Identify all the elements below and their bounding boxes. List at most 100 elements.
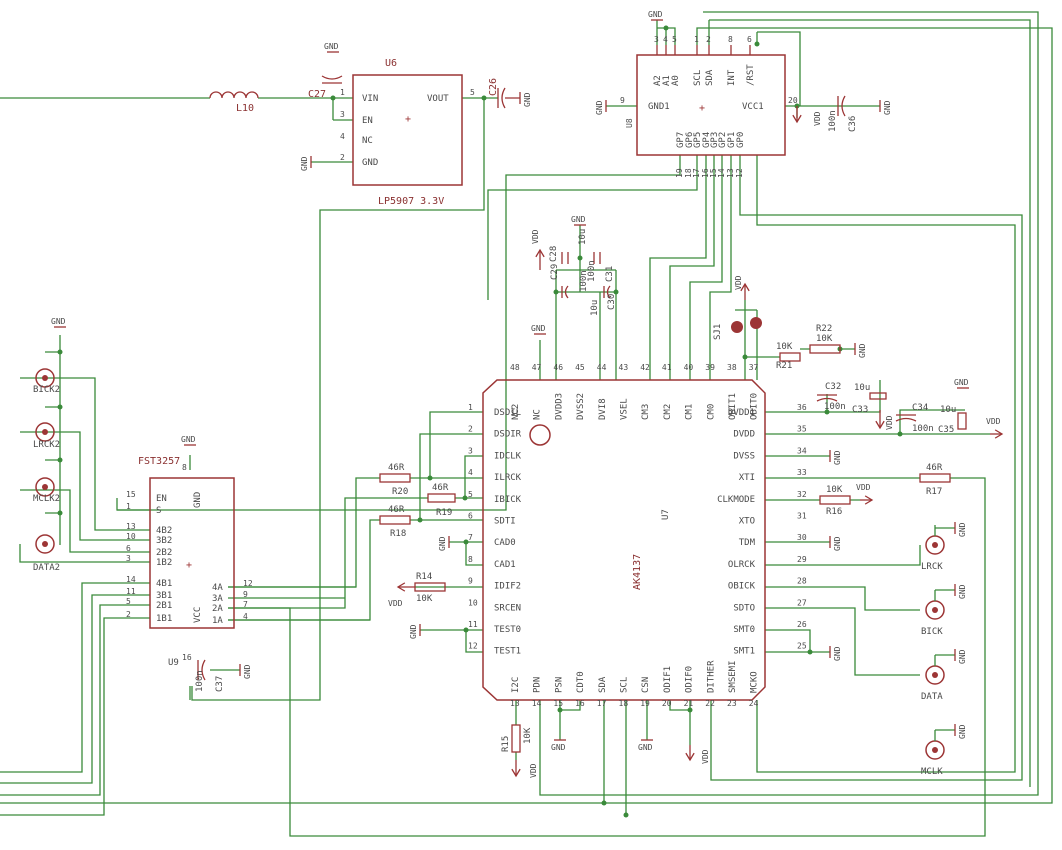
capacitor-c30[interactable]: 10u C30 100n xyxy=(587,260,617,316)
u7-pin-name: IDCLK xyxy=(494,451,522,461)
svg-text:VOUT: VOUT xyxy=(427,94,449,104)
u8-pin-name: A1 xyxy=(662,75,672,86)
capacitor-c33[interactable]: 10u C33 xyxy=(852,383,887,415)
capacitor-c36[interactable]: 100n C36 xyxy=(828,95,858,132)
coax-mclk[interactable]: MCLK xyxy=(921,730,945,777)
coax-label: MCLK2 xyxy=(33,494,60,504)
resistor-r19[interactable]: 46R R19 xyxy=(427,483,456,518)
resistor-r21[interactable]: 10K R21 xyxy=(776,342,801,371)
coax-data[interactable]: DATA xyxy=(921,655,945,702)
svg-text:10K: 10K xyxy=(826,485,843,495)
capacitor-c28[interactable]: C28 10u xyxy=(549,229,588,264)
resistor-r17[interactable]: 46R R17 xyxy=(919,463,951,497)
u9-pin-num: 11 xyxy=(126,587,136,596)
svg-text:GND: GND xyxy=(438,536,447,551)
gnd-symbol: GND xyxy=(239,664,252,679)
u7-pin-num: 30 xyxy=(797,533,807,542)
u9-pin-num: 10 xyxy=(126,532,136,541)
gnd-symbol: GND xyxy=(531,324,546,335)
capacitor-c34[interactable]: C34 100n xyxy=(895,403,934,434)
u7-pin-num: 10 xyxy=(468,598,478,607)
u9-pin-name: S xyxy=(156,506,161,516)
svg-text:46R: 46R xyxy=(388,463,405,473)
svg-text:VCC: VCC xyxy=(193,607,203,623)
u7-pin-name: CDT0 xyxy=(576,671,586,693)
ic-u7[interactable]: AK4137 U7 xyxy=(482,379,766,701)
svg-text:R14: R14 xyxy=(416,572,432,582)
capacitor-c35[interactable]: 10u C35 xyxy=(938,405,967,435)
svg-text:NC: NC xyxy=(362,136,373,146)
ic-u8[interactable]: U8 GND1 VCC1 9 20 + xyxy=(620,54,798,156)
coax-bick2[interactable]: BICK2 xyxy=(33,368,60,395)
u7-pin-num: 2 xyxy=(468,425,473,434)
solder-jumper-sj1[interactable]: SJ1 xyxy=(713,317,762,340)
u8-pin-name: GP3 xyxy=(710,132,720,148)
u7-pin-num: 5 xyxy=(468,490,473,499)
u8-pin-name: A2 xyxy=(653,75,663,86)
gnd-symbol: GND xyxy=(879,100,892,115)
u9-pin-num: 7 xyxy=(243,600,248,609)
capacitor-c29[interactable]: C29 100n xyxy=(550,264,589,299)
u7-pin-num: 47 xyxy=(532,363,542,372)
gnd-symbol: GND xyxy=(300,156,312,171)
u7-pin-num: 17 xyxy=(597,699,607,708)
u9-pin-name: 1A xyxy=(212,616,223,626)
u9-pin-num: 9 xyxy=(243,590,248,599)
u9-pin-num: 14 xyxy=(126,575,136,584)
u9-pin-name: 1B1 xyxy=(156,614,172,624)
coax-mclk2[interactable]: MCLK2 xyxy=(33,477,60,504)
inductor-l10[interactable]: L10 xyxy=(209,91,259,114)
capacitor-c26[interactable]: C26 xyxy=(488,78,520,109)
u7-pin-num: 37 xyxy=(749,363,759,372)
svg-text:100n: 100n xyxy=(828,110,838,132)
svg-text:GND: GND xyxy=(833,646,842,661)
svg-text:GND: GND xyxy=(595,100,604,115)
u7-pin-name: CSN xyxy=(641,677,651,693)
resistor-r22[interactable]: R22 10K xyxy=(809,324,841,354)
u7-pin-num: 40 xyxy=(684,363,694,372)
resistor-r15[interactable]: R15 10K xyxy=(501,724,533,753)
coax-lrck2[interactable]: LRCK2 xyxy=(33,422,60,450)
capacitor-c27[interactable]: C27 xyxy=(308,75,343,100)
ic-u9[interactable]: FST3257 U9 GND VCC 8 16 + xyxy=(138,456,235,668)
svg-text:R18: R18 xyxy=(390,529,406,539)
u7-pin-num: 41 xyxy=(662,363,672,372)
gnd-symbol: GND xyxy=(954,584,967,599)
u7-pin-num: 27 xyxy=(797,598,807,607)
svg-text:C36: C36 xyxy=(848,116,858,132)
u7-pin-name: TDM xyxy=(739,538,756,548)
svg-text:VDD: VDD xyxy=(531,229,540,244)
coax-data2[interactable]: DATA2 xyxy=(33,534,60,573)
svg-text:U7: U7 xyxy=(661,509,671,520)
svg-text:VDD: VDD xyxy=(529,763,538,778)
u7-pin-labels: DSDIL1DSDIR2IDCLK3ILRCK4IBICK5SDTI6CAD07… xyxy=(468,363,807,708)
u7-pin-name: CM2 xyxy=(663,404,673,420)
u7-pin-name: IDIF2 xyxy=(494,582,521,592)
resistor-r18[interactable]: 46R R18 xyxy=(379,505,411,539)
u9-pin-num: 13 xyxy=(126,522,136,531)
coax-lrck[interactable]: LRCK xyxy=(921,525,945,572)
u7-pin-name: SDA xyxy=(598,676,608,693)
u7-pin-name: DSDIR xyxy=(494,430,522,440)
resistor-r20[interactable]: 46R R20 xyxy=(379,463,411,497)
capacitor-c37[interactable]: 100n C37 xyxy=(195,659,225,692)
u7-pin-num: 13 xyxy=(510,699,520,708)
u7-pin-num: 7 xyxy=(468,533,473,542)
svg-text:FST3257: FST3257 xyxy=(138,456,180,467)
svg-text:10K: 10K xyxy=(523,727,533,744)
u9-pin-labels: EN15S14B2133B2102B261B234B1143B1112B151B… xyxy=(126,490,253,626)
capacitor-c31[interactable]: C31 xyxy=(593,252,615,282)
u8-pin-name: GP1 xyxy=(727,132,737,148)
ic-u6[interactable]: U6 LP5907 3.3V VIN EN NC GND VOUT 1 3 4 … xyxy=(340,58,475,207)
svg-text:C31: C31 xyxy=(605,266,615,282)
svg-text:U9: U9 xyxy=(168,658,179,668)
u7-pin-num: 23 xyxy=(727,699,737,708)
coax-bick[interactable]: BICK xyxy=(921,590,945,637)
capacitor-c32[interactable]: C32 100n xyxy=(816,382,846,412)
u7-pin-num: 3 xyxy=(468,446,473,455)
svg-text:VDD: VDD xyxy=(701,749,710,764)
resistor-r16[interactable]: 10K R16 xyxy=(819,485,851,517)
resistor-r14[interactable]: R14 10K xyxy=(414,572,446,604)
vdd-symbol: VDD xyxy=(875,410,894,430)
vdd-symbol: VDD xyxy=(511,760,538,778)
